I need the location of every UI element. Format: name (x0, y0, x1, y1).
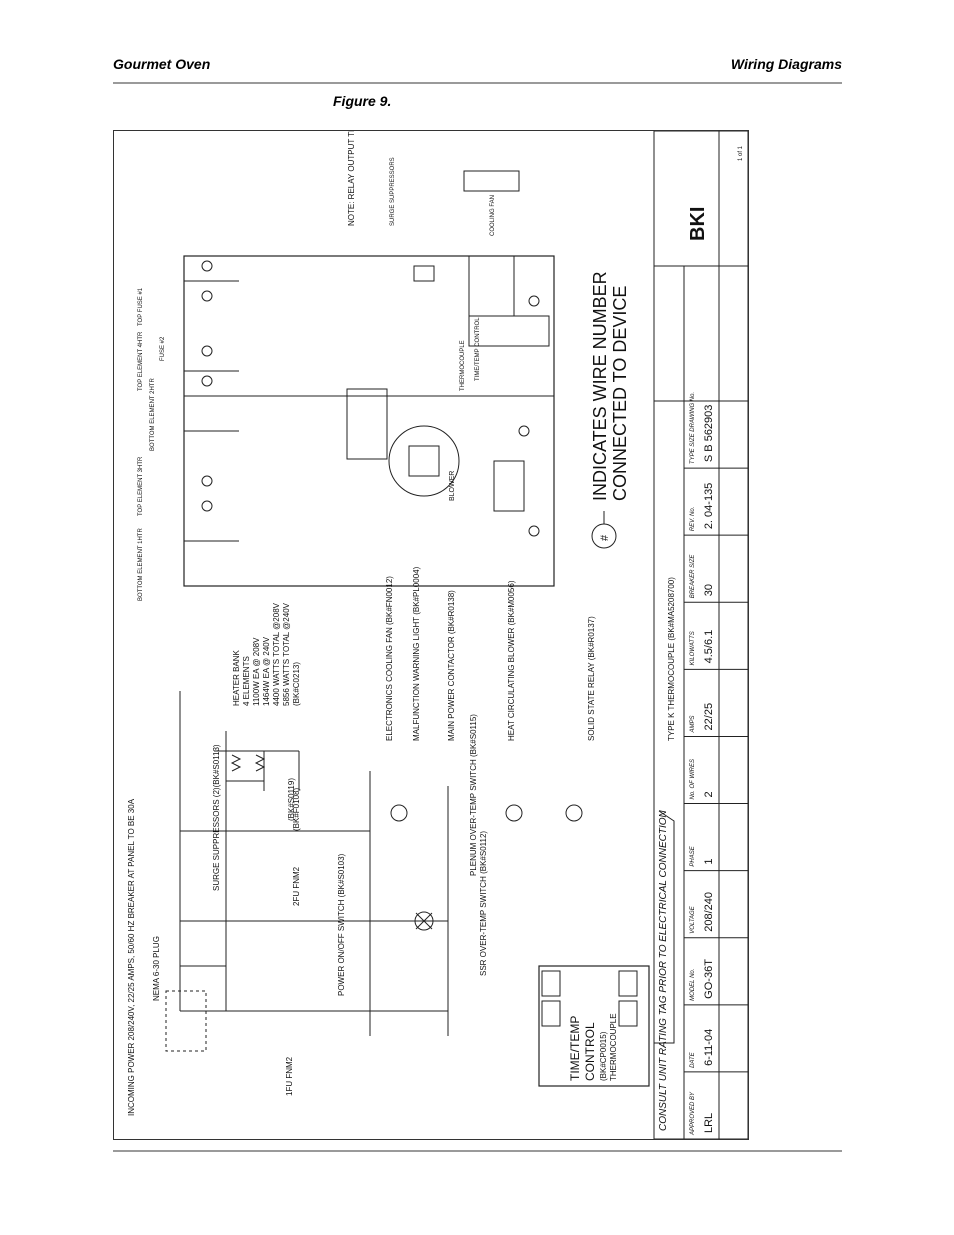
svg-text:4400 WATTS TOTAL @208V: 4400 WATTS TOTAL @208V (272, 602, 281, 706)
title-block-header: No. OF WIRES (690, 759, 696, 800)
wiring-diagram-frame: APPROVED BY LRL DATE 6-11-04 MODEL No. GO-36T… (113, 130, 749, 1140)
header-title-left: Gourmet Oven (113, 56, 211, 72)
fan-label: ELECTRONICS COOLING FAN (BK#FN0012) (385, 576, 394, 741)
title-block: APPROVED BY LRL DATE 6-11-04 MODEL No. GO-36T… (653, 131, 748, 1139)
bki-logo: BKI (687, 207, 709, 241)
thermocouple-label: TYPE K THERMOCOUPLE (BK#MA5208700) (667, 577, 676, 741)
title-block-value: GO-36T (703, 959, 715, 999)
header-rule (113, 82, 842, 84)
figure-caption: Figure 9. (333, 93, 392, 109)
title-block-header: APPROVED BY (690, 1091, 696, 1136)
svg-text:(BK#C0213): (BK#C0213) (292, 662, 301, 706)
svg-text:5856 WATTS TOTAL @240V: 5856 WATTS TOTAL @240V (282, 602, 291, 706)
title-block-value: 208/240 (703, 892, 715, 932)
blower-label: HEAT CIRCULATING BLOWER (BK#M0056) (507, 580, 516, 741)
svg-text:TOP ELEMENT 4HTR: TOP ELEMENT 4HTR (138, 331, 144, 391)
svg-text:CONNECTED TO DEVICE: CONNECTED TO DEVICE (610, 286, 630, 501)
svg-text:INDICATES WIRE NUMBER: INDICATES WIRE NUMBER (590, 271, 610, 501)
fuse2-label: 2FU FNM2 (292, 866, 301, 906)
title-block-header: PHASE (690, 845, 696, 866)
wiring-diagram: APPROVED BY LRL DATE 6-11-04 MODEL No. GO-36T… (127, 131, 748, 1139)
wire-number-legend: # INDICATES WIRE NUMBER CONNECTED TO DEV… (590, 271, 630, 549)
fuse1-label: 1FU FNM2 (285, 1056, 294, 1096)
contactor-label: MAIN POWER CONTACTOR (BK#R0138) (447, 590, 456, 741)
svg-text:HEATER BANK: HEATER BANK (232, 649, 241, 706)
header-title-right: Wiring Diagrams (730, 56, 842, 72)
title-block-header: MODEL No. (690, 969, 696, 1001)
timer-control-label: TIME/TEMP CONTROL (BK#CP0015) THERMOCOUP… (568, 1013, 618, 1081)
schematic-labels: INCOMING POWER 208/240V, 22/25 AMPS, 50/… (127, 566, 676, 1116)
title-block-value: 30 (703, 584, 715, 596)
title-block-value: 22/25 (703, 703, 715, 731)
svg-text:THERMOCOUPLE: THERMOCOUPLE (609, 1013, 618, 1081)
svg-text:(BK#CP0015): (BK#CP0015) (599, 1031, 608, 1081)
consult-note: CONSULT UNIT RATING TAG PRIOR TO ELECTRI… (658, 809, 669, 1131)
title-block-header: KILOWATTS (690, 631, 696, 665)
relay-note: NOTE: RELAY OUTPUT TERMINALS (347, 131, 356, 226)
layout-labels: BOTTOM ELEMENT 1HTR TOP ELEMENT 3HTR BOT… (138, 131, 496, 601)
title-block-value: S B 562903 (703, 405, 715, 463)
svg-text:1464W EA @ 240V: 1464W EA @ 240V (262, 636, 271, 706)
svg-text:TIME/TEMP: TIME/TEMP (568, 1016, 582, 1081)
ssr-switch-label: SSR OVER-TEMP SWITCH (BK#S0112) (479, 831, 488, 976)
oven-layout (183, 170, 555, 587)
title-block-header: REV. No. (690, 507, 696, 532)
svg-text:BOTTOM ELEMENT 2HTR: BOTTOM ELEMENT 2HTR (150, 378, 156, 451)
switch-s1-label: (BK#S0119) (287, 778, 296, 821)
title-block-value: LRL (703, 1113, 715, 1133)
footer-rule (113, 1150, 842, 1152)
light-label: MALFUNCTION WARNING LIGHT (BK#PL0004) (412, 566, 421, 741)
title-block-value: 6-11-04 (703, 1029, 715, 1066)
svg-text:TIME/TEMP CONTROL: TIME/TEMP CONTROL (475, 317, 481, 381)
schematic (165, 691, 675, 1087)
title-block-header: BREAKER SIZE (690, 554, 696, 599)
fuse-part-label: (BK#F0108) (292, 788, 301, 831)
title-block-header: VOLTAGE (690, 905, 696, 933)
ssr-label: SOLID STATE RELAY (BK#R0137) (587, 616, 596, 741)
title-block-header: DATE (690, 1051, 696, 1068)
title-block-value: 4.5/6.1 (703, 630, 715, 664)
title-block-value: 1 (703, 859, 715, 865)
svg-text:#: # (599, 534, 611, 541)
svg-text:BOTTOM ELEMENT 1HTR: BOTTOM ELEMENT 1HTR (138, 528, 144, 601)
svg-text:THERMOCOUPLE: THERMOCOUPLE (460, 340, 466, 391)
svg-text:FUSE #2: FUSE #2 (160, 336, 166, 361)
title-block-header: AMPS (690, 715, 696, 733)
svg-text:COOLING FAN: COOLING FAN (490, 195, 496, 236)
svg-text:1100W EA @ 208V: 1100W EA @ 208V (252, 637, 261, 706)
svg-text:TOP ELEMENT 3HTR: TOP ELEMENT 3HTR (138, 456, 144, 516)
surge-suppressors-label: SURGE SUPPRESSORS (2)(BK#S0113) (212, 744, 221, 891)
title-block-value: 2 (703, 791, 715, 797)
plug-label: NEMA 6-30 PLUG (152, 936, 161, 1001)
svg-text:SURGE SUPPRESSORS: SURGE SUPPRESSORS (390, 157, 396, 226)
svg-text:CONTROL: CONTROL (583, 1022, 597, 1081)
sheet-number: 1 of 1 (738, 145, 744, 161)
incoming-power-label: INCOMING POWER 208/240V, 22/25 AMPS, 50/… (127, 798, 136, 1116)
svg-text:BLOWER: BLOWER (449, 471, 456, 501)
svg-text:4 ELEMENTS: 4 ELEMENTS (242, 656, 251, 706)
plenum-switch-label: PLENUM OVER-TEMP SWITCH (BK#S0115) (469, 714, 478, 876)
title-block-value: 2. 04-135 (703, 483, 715, 529)
power-switch-label: POWER ON/OFF SWITCH (BK#S0103) (337, 853, 346, 996)
title-block-header: TYPE SIZE DRAWING No. (690, 392, 696, 464)
heater-bank-label: HEATER BANK 4 ELEMENTS 1100W EA @ 208V 1… (232, 602, 301, 706)
svg-text:TOP FUSE #1: TOP FUSE #1 (138, 287, 144, 326)
